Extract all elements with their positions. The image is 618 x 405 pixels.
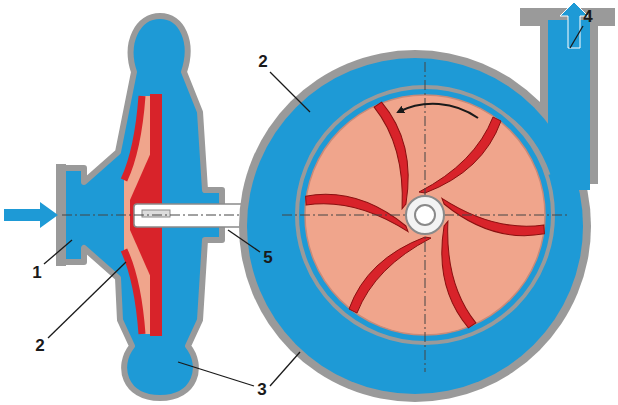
front-section xyxy=(239,2,615,402)
callout-number: 5 xyxy=(263,248,272,268)
leader-lines xyxy=(44,26,583,386)
callout-number: 2 xyxy=(258,52,267,72)
callout-number: 4 xyxy=(583,7,592,27)
callout-number: 1 xyxy=(32,263,41,283)
callout-number: 3 xyxy=(257,380,266,400)
callout-number: 2 xyxy=(35,336,44,356)
